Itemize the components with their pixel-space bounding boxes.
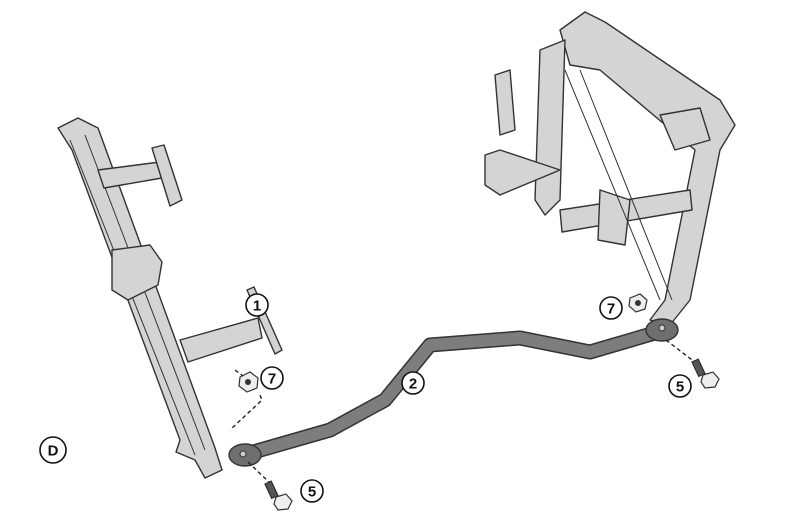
callout-1: 1: [245, 293, 269, 317]
left-bolt-icon: [264, 480, 293, 511]
right-bolt-icon: [691, 358, 720, 389]
callout-2: 2: [401, 371, 425, 395]
right-nut-icon: [628, 293, 648, 313]
right-side-frame: [484, 11, 736, 326]
callout-7-left: 7: [260, 366, 284, 390]
svg-text:2: 2: [409, 376, 417, 393]
connecting-bar: [228, 318, 679, 467]
callout-7-right: 7: [599, 296, 623, 320]
left-nut-icon: [238, 371, 259, 393]
svg-text:5: 5: [676, 379, 684, 396]
bracket-1: [179, 317, 263, 363]
callout-5-left: 5: [300, 479, 324, 503]
svg-text:7: 7: [607, 301, 615, 318]
svg-text:7: 7: [268, 371, 276, 388]
svg-text:D: D: [48, 443, 59, 460]
svg-text:1: 1: [253, 298, 261, 315]
step-label-d: D: [39, 436, 67, 464]
callout-5-right: 5: [668, 374, 692, 398]
svg-text:5: 5: [308, 484, 316, 501]
